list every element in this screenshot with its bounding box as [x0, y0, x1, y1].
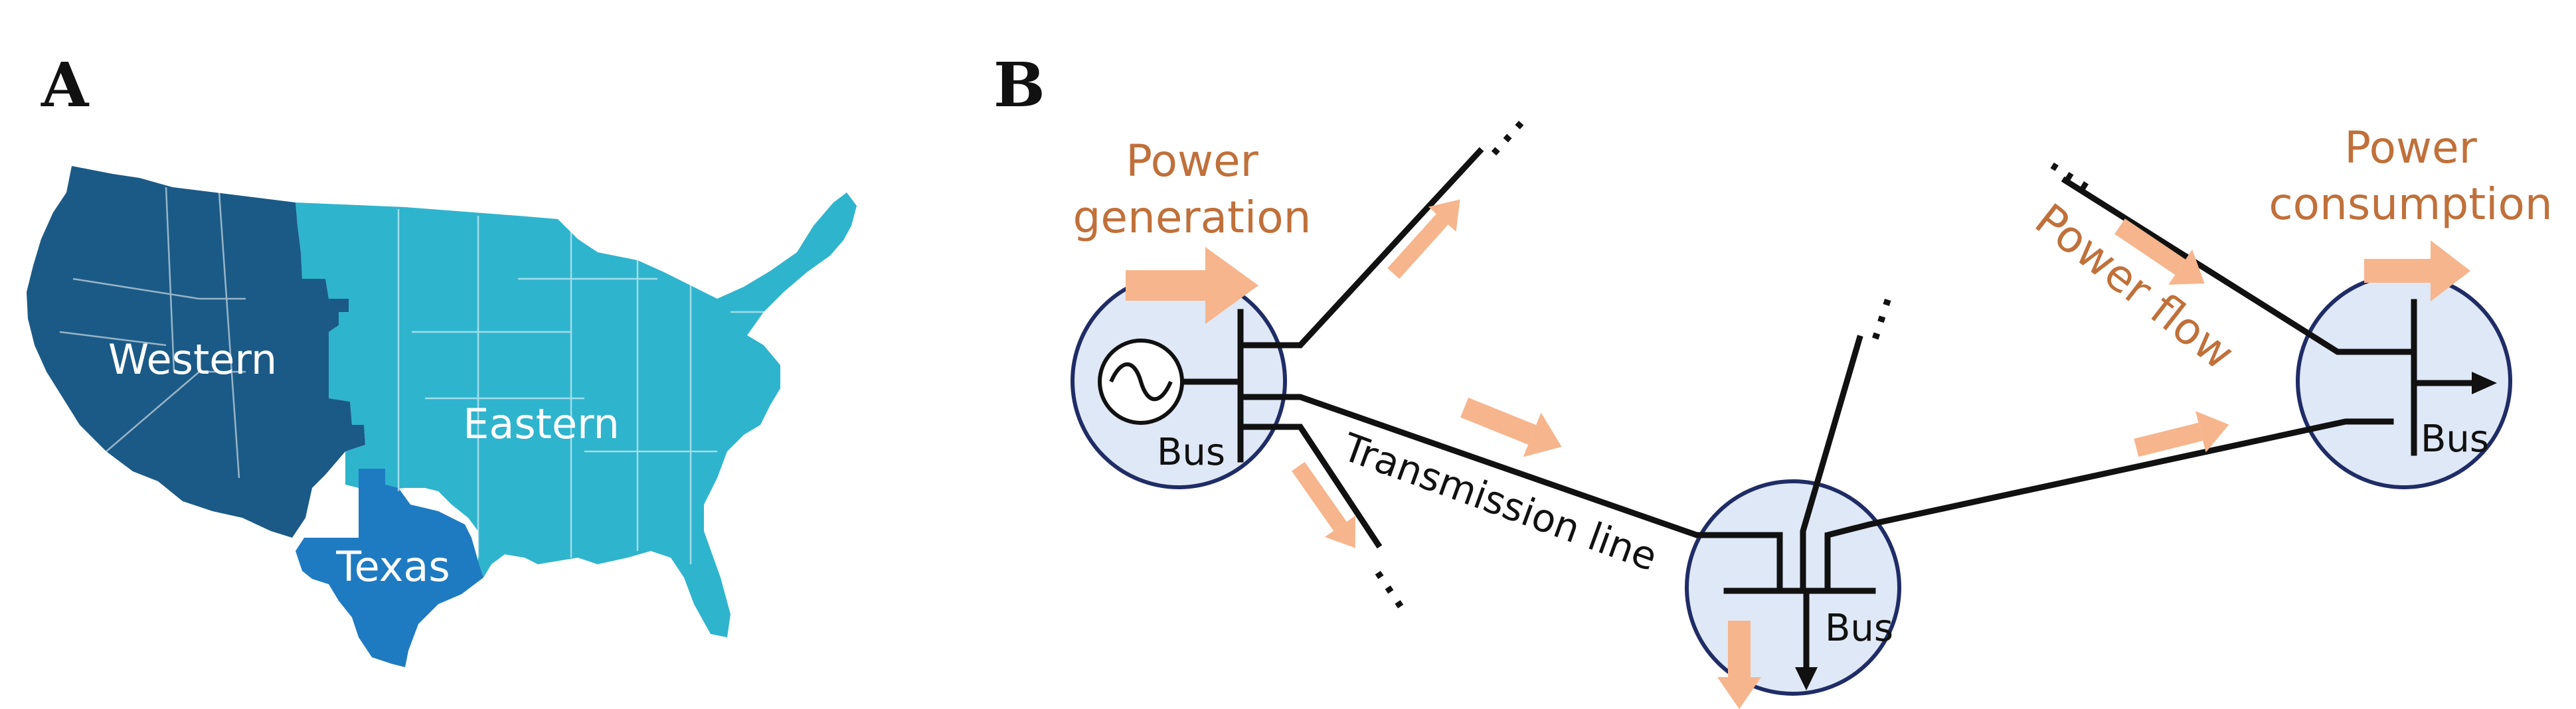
ellipsis-top-left: … — [1456, 88, 1537, 169]
bus-label-generation: Bus — [1157, 431, 1225, 474]
arrow-lower-left-line — [1292, 461, 1355, 548]
ellipsis-middle-top: … — [1830, 279, 1905, 349]
bus-label-consumption: Bus — [2421, 418, 2489, 461]
power-consumption-label-line2: consumption — [2269, 179, 2552, 230]
panel-b: B — [993, 49, 2553, 709]
power-generation-label-line2: generation — [1073, 192, 1312, 243]
panel-b-letter: B — [993, 49, 1045, 121]
arrow-upper-right-line — [2114, 218, 2205, 285]
ellipsis-top-right: … — [2039, 123, 2116, 204]
arrow-generation-input — [1126, 247, 1258, 324]
panel-a: A Western Eastern Texas — [27, 49, 857, 667]
power-flow-arrows — [1126, 199, 2470, 709]
state-borders — [59, 187, 797, 564]
bus-node-middle — [1685, 479, 1901, 696]
region-label-texas: Texas — [335, 542, 450, 591]
power-consumption-label-line1: Power — [2344, 122, 2477, 173]
power-generation-label-line1: Power — [1126, 135, 1258, 187]
bus-label-middle: Bus — [1825, 607, 1893, 650]
arrow-consumption-output — [2364, 240, 2470, 301]
ellipsis-bottom-left: … — [1361, 542, 1442, 620]
region-label-eastern: Eastern — [463, 400, 620, 448]
region-label-western: Western — [108, 335, 277, 384]
arrow-middle-load — [1717, 621, 1761, 709]
arrow-right-line — [2134, 411, 2229, 457]
load-arrow-consumption — [2472, 372, 2497, 394]
generator-icon — [1098, 339, 1184, 425]
arrow-upper-left-line — [1387, 199, 1460, 279]
western-region — [27, 166, 365, 538]
load-arrow-middle — [1795, 667, 1818, 690]
eastern-region — [296, 193, 857, 637]
arrow-transmission-line — [1460, 397, 1562, 457]
panel-a-letter: A — [41, 49, 90, 121]
transmission-line-label: Transmission line — [1336, 424, 1663, 580]
network-lines — [1179, 147, 2475, 670]
texas-region — [296, 469, 483, 667]
us-map: Western Eastern Texas — [27, 166, 857, 667]
